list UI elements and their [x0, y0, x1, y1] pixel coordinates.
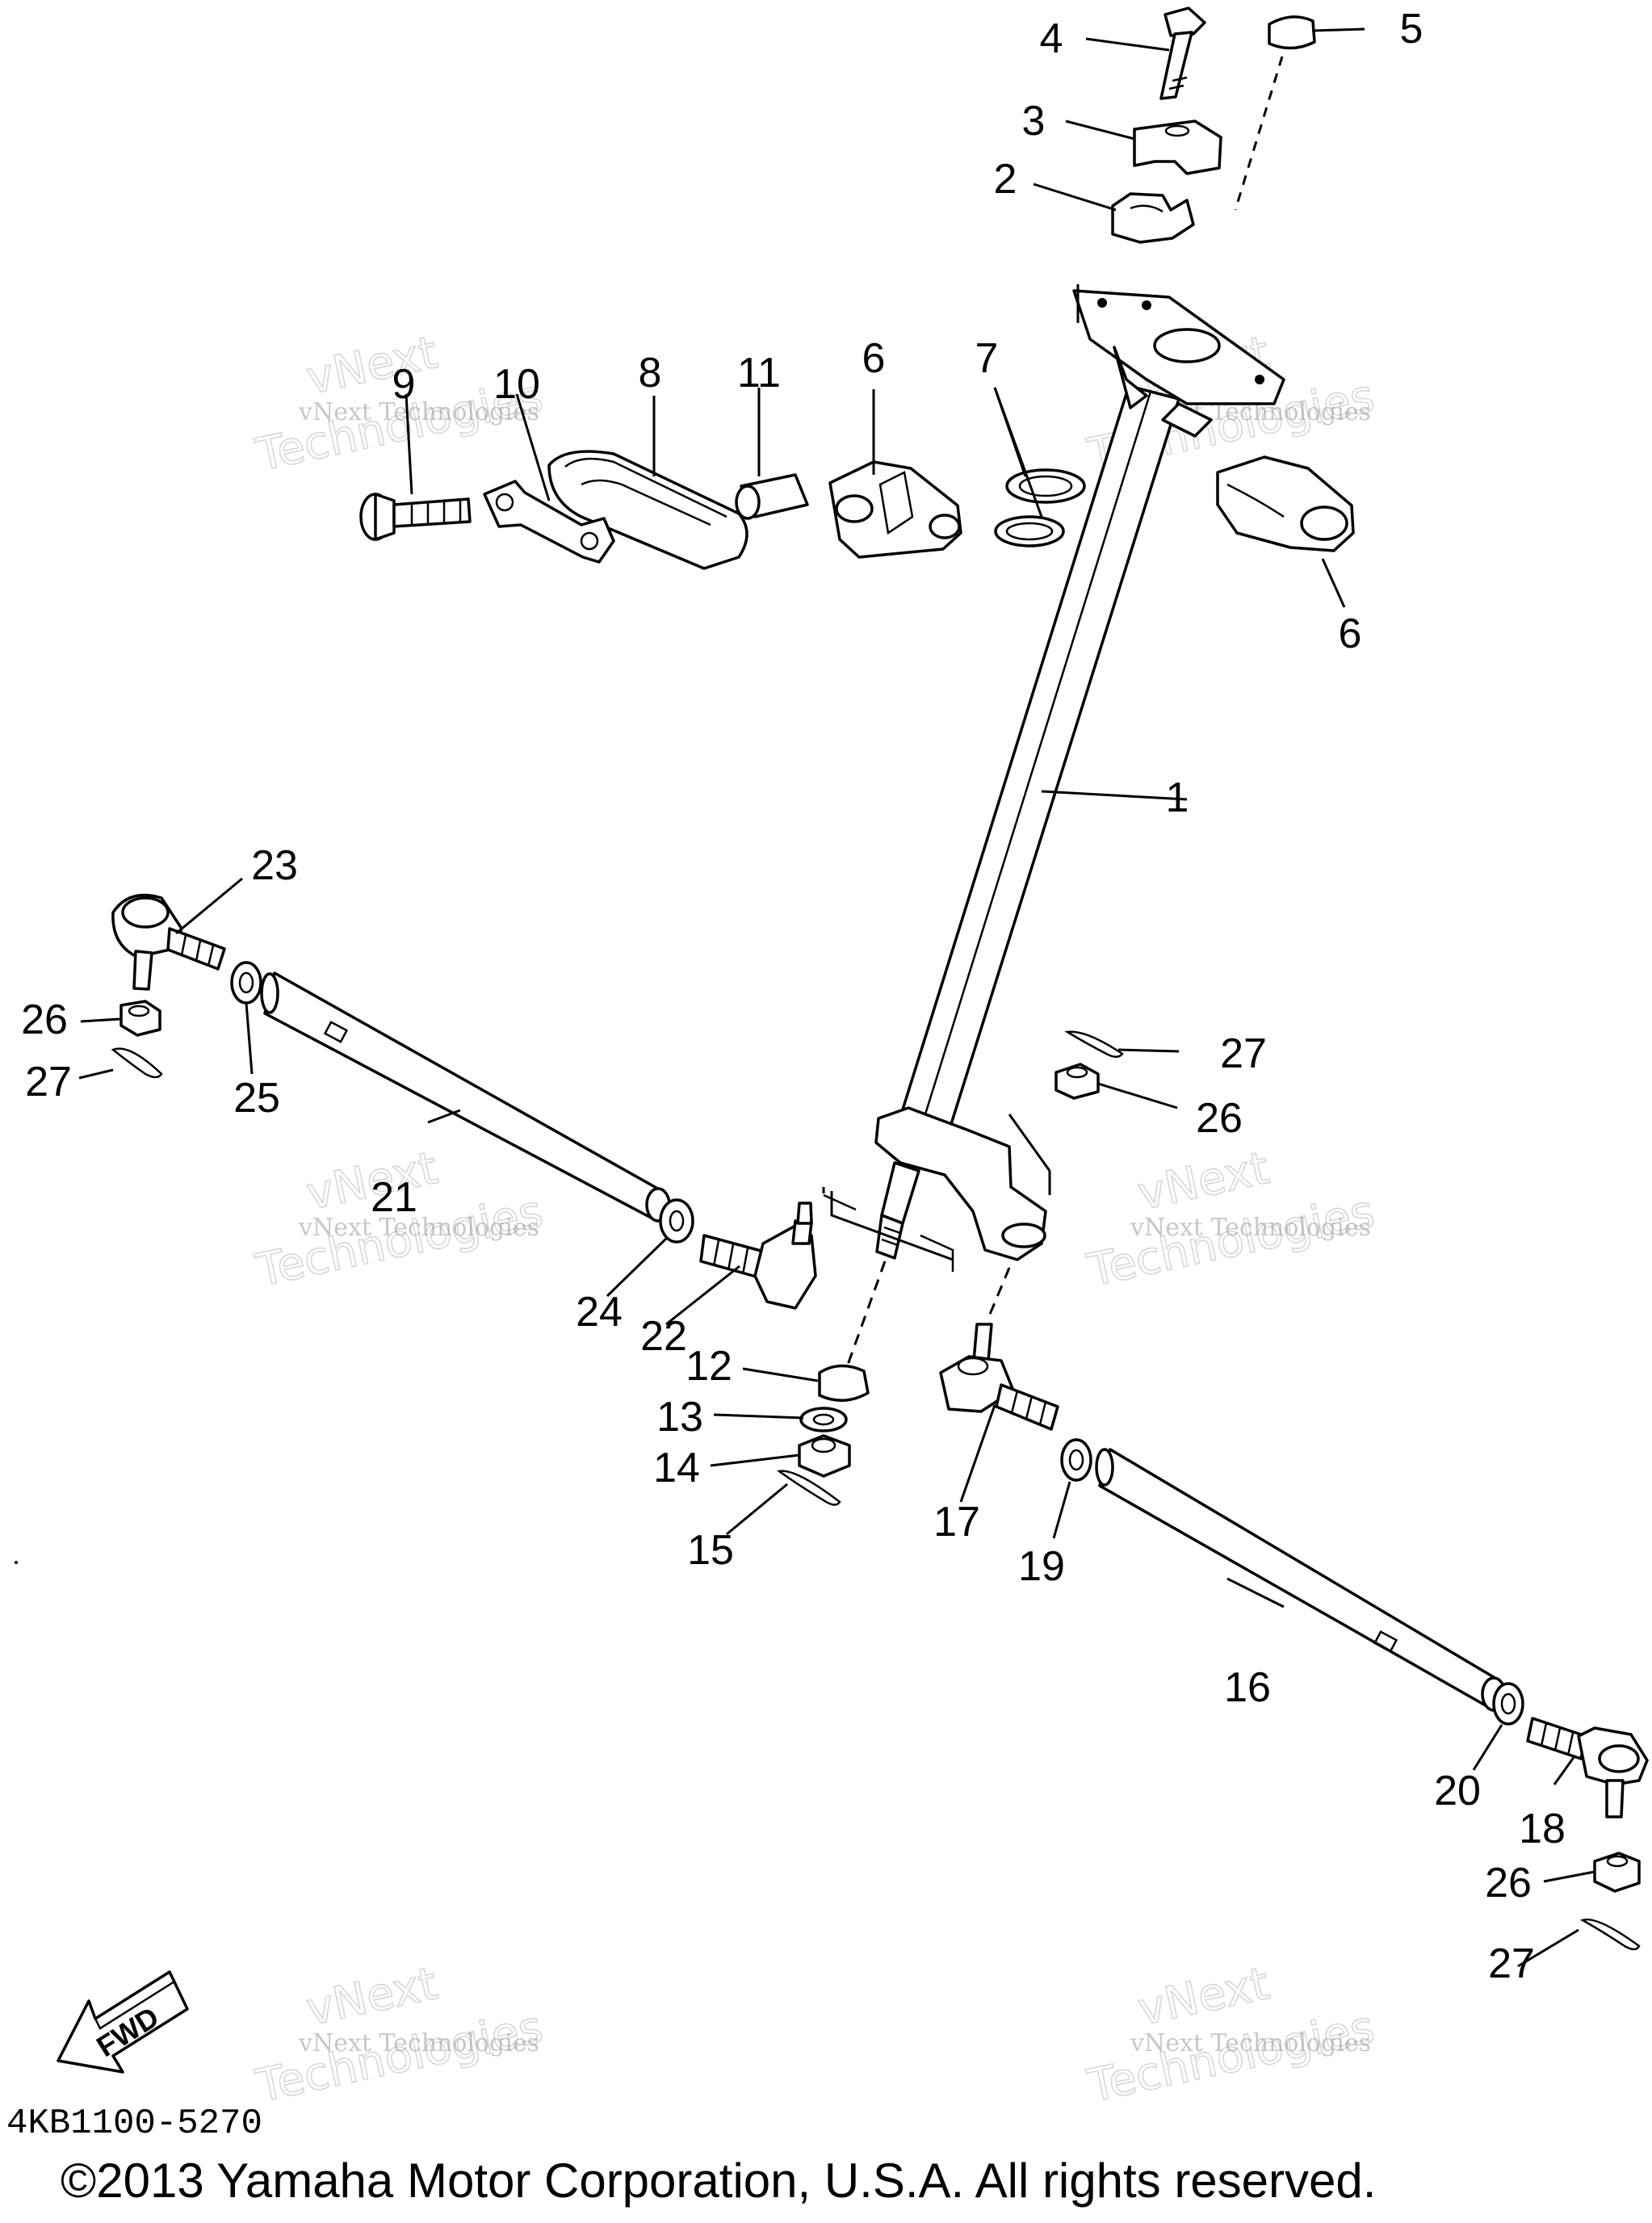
holder-part-6-left: [828, 460, 962, 559]
callout-27-upper: 27: [1220, 1030, 1267, 1077]
nut-part-19: [1060, 1438, 1092, 1482]
collar-part-11: [735, 473, 809, 520]
lock-washer-part-10: [483, 480, 615, 564]
tie-rod-end-part-17: [939, 1323, 1059, 1431]
plate-part-8: [547, 450, 748, 570]
callout-23: 23: [251, 842, 298, 889]
callout-26-left: 26: [21, 996, 68, 1043]
diagram-code: 4KB1100-5270: [6, 2103, 262, 2144]
callout-21: 21: [371, 1174, 417, 1221]
svg-text:vNext Technologies: vNext Technologies: [1130, 1214, 1371, 1242]
callout-15: 15: [687, 1527, 734, 1574]
callout-1: 1: [1166, 774, 1189, 821]
callout-20: 20: [1434, 1768, 1481, 1814]
callout-10: 10: [493, 361, 540, 408]
svg-text:vNext: vNext: [1134, 1142, 1274, 1221]
callout-12: 12: [686, 1343, 732, 1390]
callout-9: 9: [392, 361, 416, 408]
callout-14: 14: [653, 1445, 700, 1491]
nut-part-26-upper: [1055, 1063, 1100, 1100]
callout-6-right: 6: [1339, 610, 1362, 657]
callout-26-bottom: 26: [1485, 1860, 1532, 1906]
stray-mark: [15, 1561, 18, 1564]
washer-part-13: [799, 1407, 848, 1432]
callout-24: 24: [576, 1289, 623, 1336]
clamp-upper-part-3: [1133, 120, 1222, 175]
tie-rod-part-16: [1095, 1448, 1507, 1712]
watermark-bottom-right: vNext Technologies vNext Technologies: [1083, 1957, 1380, 2113]
cotter-pin-part-27-upper: [1064, 1030, 1124, 1058]
svg-text:vNext Technologies: vNext Technologies: [298, 2029, 539, 2057]
nut-part-12: [818, 1364, 870, 1403]
callout-22: 22: [640, 1313, 687, 1360]
steering-shaft: [822, 289, 1285, 1272]
svg-text:vNext Technologies: vNext Technologies: [1130, 2029, 1371, 2057]
cotter-pin-part-27-left: [111, 1047, 163, 1079]
bushings-part-7: [994, 468, 1086, 547]
watermark-bottom-left: vNext Technologies vNext Technologies: [251, 1957, 548, 2113]
bolt-part-4: [1159, 6, 1206, 100]
copyright-notice: ©2013 Yamaha Motor Corporation, U.S.A. A…: [61, 2154, 1377, 2208]
callout-16: 16: [1224, 1664, 1271, 1711]
cotter-pin-part-27-bottom: [1579, 1918, 1641, 1951]
tie-rod-end-part-18: [1526, 1717, 1649, 1818]
tie-rod-end-part-22: [699, 1202, 817, 1310]
nut-part-24: [659, 1198, 694, 1244]
callout-5: 5: [1400, 6, 1423, 52]
nut-part-20: [1492, 1682, 1524, 1726]
nut-part-25: [230, 961, 262, 1005]
callout-25: 25: [233, 1075, 280, 1122]
nut-part-14: [798, 1434, 851, 1478]
callout-2: 2: [994, 156, 1017, 203]
callout-3: 3: [1022, 98, 1046, 145]
callout-labels: 1 2 3 4 5 6 6 7 8 9 10 11 12 13 14 15 16…: [21, 6, 1566, 1987]
callout-18: 18: [1519, 1806, 1566, 1852]
svg-text:vNext: vNext: [302, 1957, 442, 2036]
svg-text:vNext Technologies: vNext Technologies: [298, 398, 539, 426]
holder-part-6-right: [1216, 455, 1355, 552]
svg-text:vNext Technologies: vNext Technologies: [298, 1214, 539, 1242]
callout-27-left: 27: [25, 1059, 72, 1105]
assembly-guide-lines: [830, 284, 1080, 1365]
clamp-lower-part-2: [1111, 192, 1195, 244]
watermark-mid-right: vNext Technologies vNext Technologies: [1083, 1141, 1380, 1298]
callout-4: 4: [1040, 15, 1063, 62]
forward-arrow-icon: FWD: [57, 1970, 189, 2074]
callout-11: 11: [737, 350, 781, 396]
callout-13: 13: [656, 1394, 703, 1441]
cap-part-5: [1234, 15, 1316, 211]
tie-rod-end-part-23: [111, 893, 226, 991]
svg-text:vNext: vNext: [1134, 1957, 1274, 2036]
callout-17: 17: [933, 1499, 980, 1546]
leader-lines: [78, 27, 1595, 1968]
callout-27-bottom: 27: [1488, 1940, 1535, 1987]
callout-8: 8: [639, 350, 662, 396]
callout-6-left: 6: [862, 335, 886, 382]
nut-part-26-bottom: [1593, 1852, 1641, 1893]
cotter-pin-part-15: [776, 1470, 841, 1506]
callout-7: 7: [975, 335, 999, 382]
callout-19: 19: [1018, 1543, 1065, 1590]
callout-26-upper: 26: [1196, 1095, 1243, 1142]
nut-part-26-left: [119, 1000, 161, 1037]
svg-text:vNext: vNext: [302, 326, 442, 405]
bolt-part-9: [359, 493, 472, 541]
